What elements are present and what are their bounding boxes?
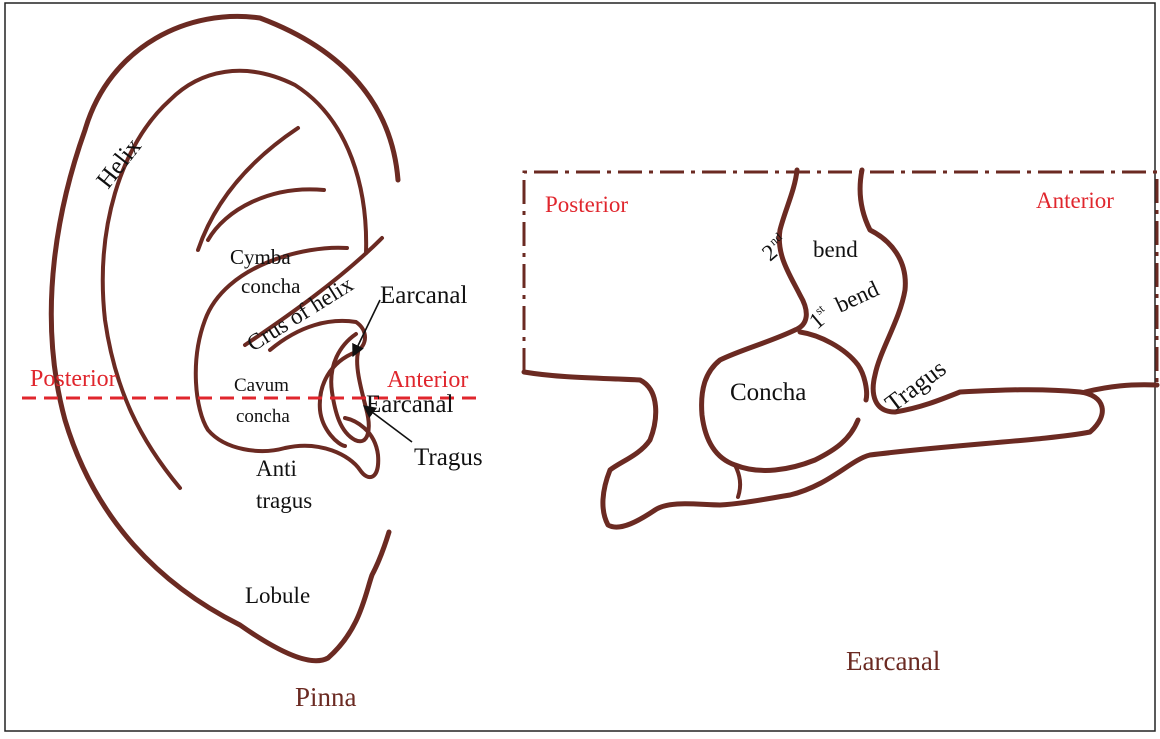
earcanal-caption: Earcanal [846,646,940,676]
earcanal-mid-label: Earcanal [366,391,453,418]
canal-lower-wall [1085,385,1157,392]
second-bend-label: 2 nd [757,230,793,266]
pinna-anterior-label: Anterior [387,367,468,393]
helix-outer-rim [51,16,398,660]
cavum-concha-label: concha [236,406,290,427]
lobule-label: Lobule [245,583,310,608]
earcanal-anterior-label: Anterior [1036,188,1114,213]
earcanal-top-label: Earcanal [380,282,467,309]
first-bend-label: 1 st [804,301,836,334]
second-bend-word: bend [813,237,858,262]
earcanal-concha-label: Concha [730,379,806,406]
earcanal-diagram: Posterior Anterior 2 nd bend 1 st bend C… [524,170,1157,676]
tragus-label: Tragus [414,444,483,471]
anti-tragus-label: tragus [256,488,312,513]
anti-label: Anti [256,456,297,481]
pinna-diagram: Helix Cymba concha Crus of helix Earcana… [22,16,483,712]
helix-label: Helix [91,133,147,194]
cymba-concha-label: concha [241,274,301,298]
cavum-label: Cavum [234,375,289,396]
canal-posterior-wall [524,170,1102,527]
first-bend-word: bend [832,276,884,318]
canal-floor-connector [735,465,740,497]
figure-border [5,3,1155,731]
earcanal-top-arrow [353,300,380,356]
canal-upper-wall [702,170,858,470]
cymba-label: Cymba [230,245,291,269]
pinna-posterior-label: Posterior [30,366,117,392]
pinna-caption: Pinna [295,682,357,712]
earcanal-posterior-label: Posterior [545,192,628,217]
concha-inner-wall [800,332,867,400]
